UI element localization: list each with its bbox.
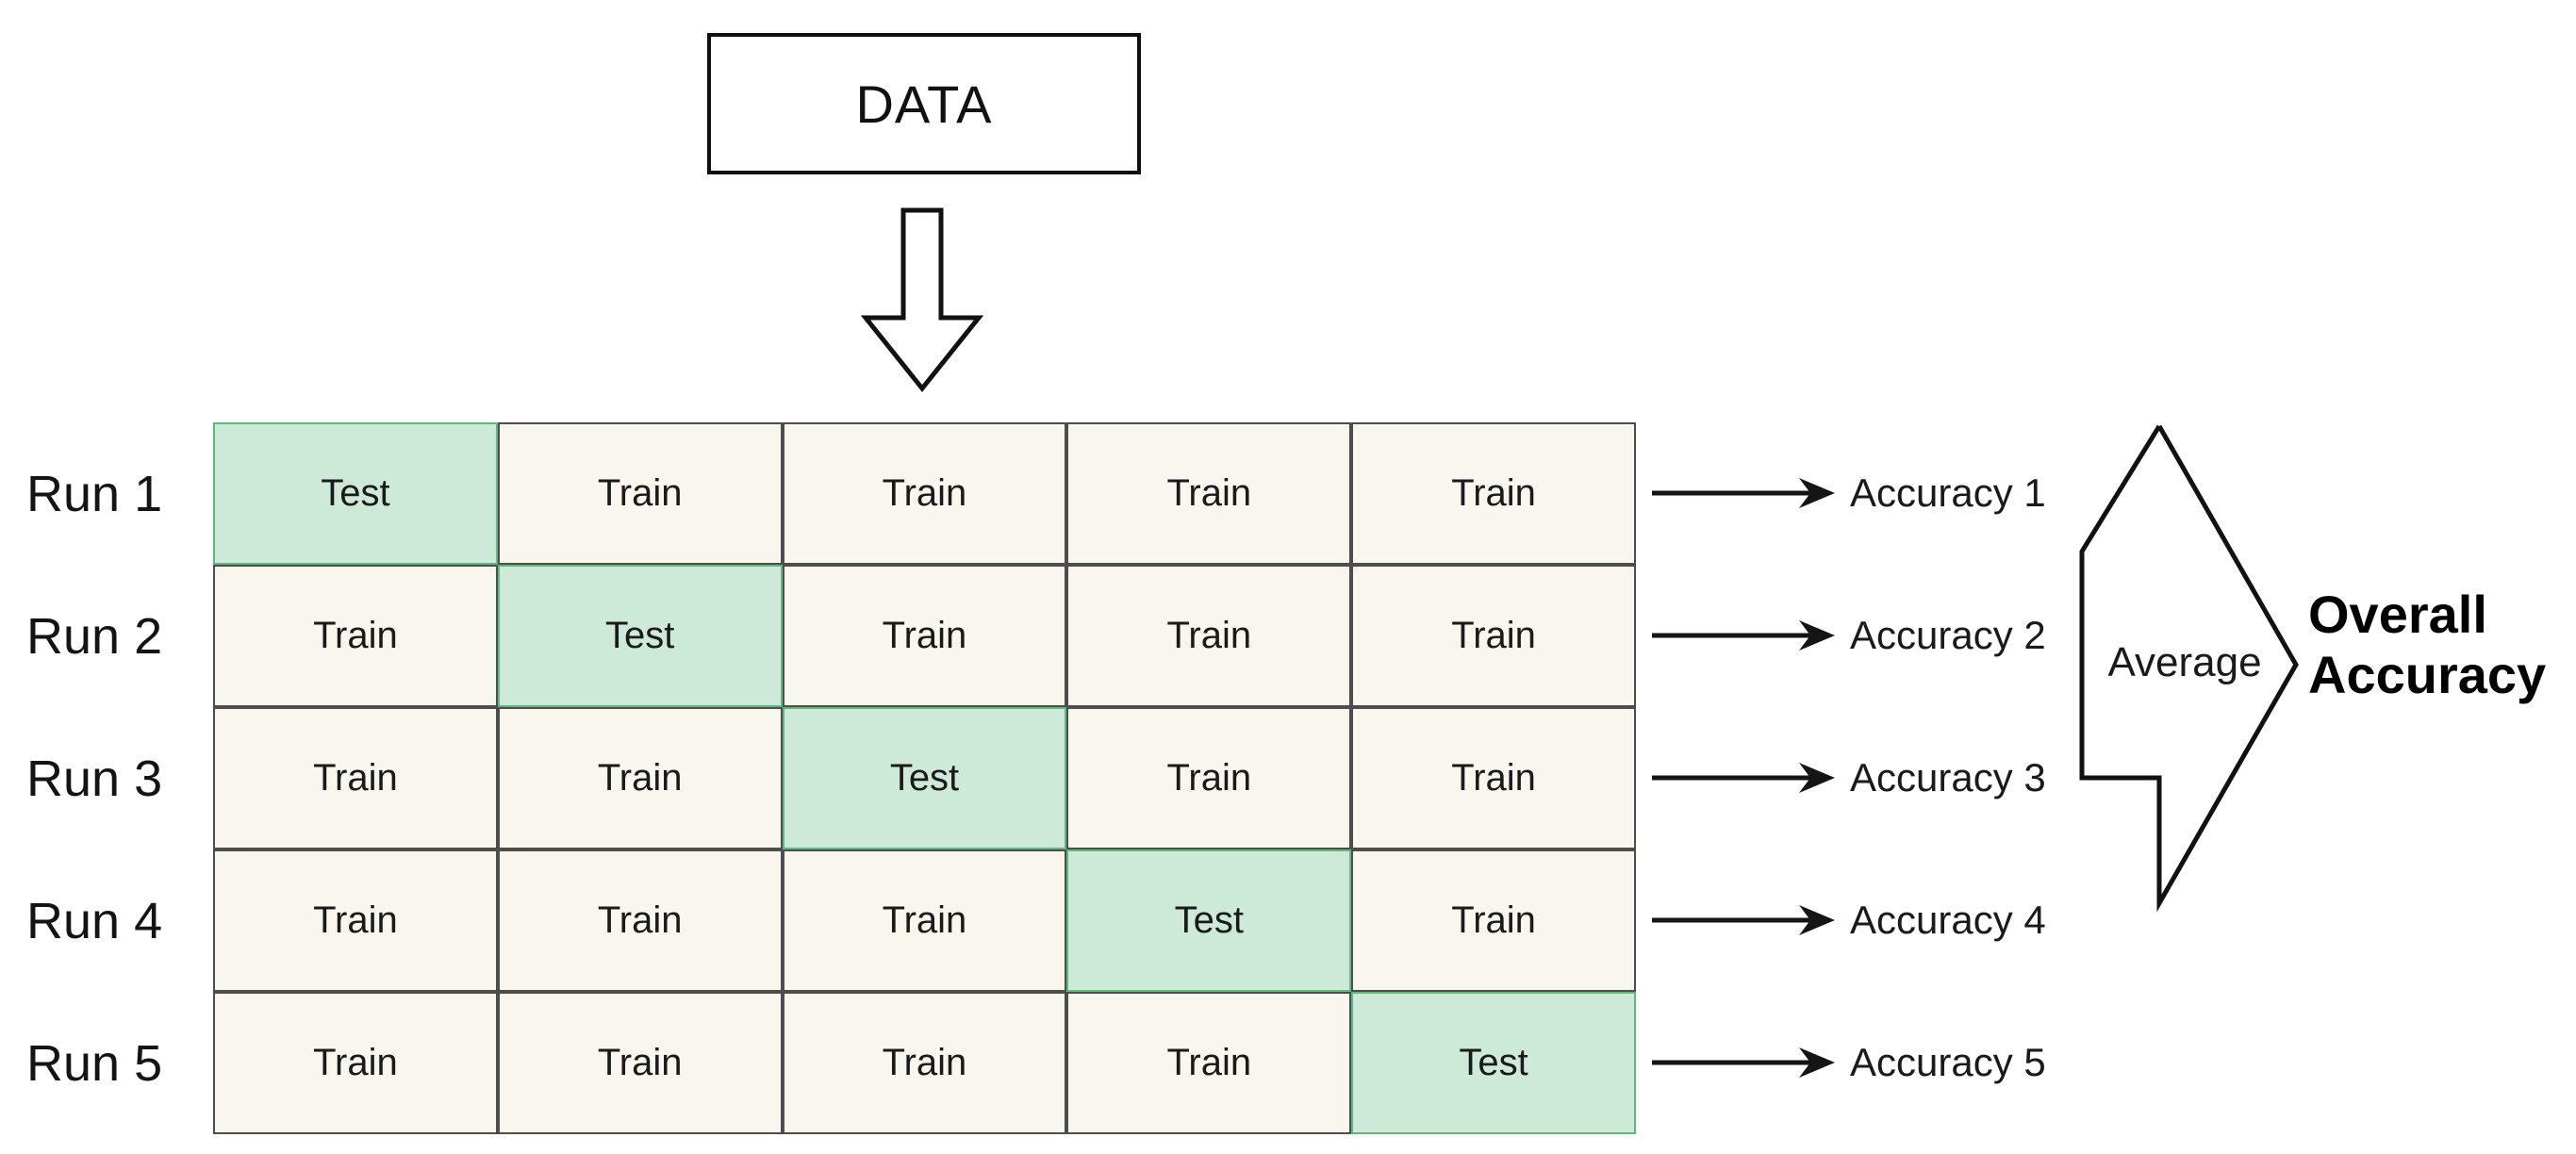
down-arrow-icon bbox=[860, 207, 984, 393]
right-arrow-icon bbox=[1652, 763, 1835, 793]
table-cell-train: Train bbox=[1351, 422, 1636, 565]
table-cell-train: Train bbox=[497, 849, 783, 992]
table-cell-test: Test bbox=[1066, 849, 1352, 992]
table-cell-train: Train bbox=[213, 565, 498, 707]
accuracy-label-1: Accuracy 1 bbox=[1850, 470, 2046, 515]
run-label-3: Run 3 bbox=[26, 750, 163, 807]
table-cell-train: Train bbox=[782, 849, 1067, 992]
accuracy-label-5: Accuracy 5 bbox=[1850, 1040, 2046, 1084]
accuracy-label-2: Accuracy 2 bbox=[1850, 613, 2046, 657]
table-cell-train: Train bbox=[213, 849, 498, 992]
right-arrow-icon bbox=[1652, 905, 1835, 935]
brace-arrow-icon bbox=[2079, 424, 2299, 913]
overall-accuracy-text: Overall Accuracy bbox=[2308, 585, 2576, 706]
data-source-box: DATA bbox=[707, 33, 1141, 174]
table-cell-train: Train bbox=[213, 707, 498, 849]
table-row: Train Train Train Train Test bbox=[213, 992, 1636, 1134]
table-cell-train: Train bbox=[497, 422, 783, 565]
overall-accuracy-line-1: Overall bbox=[2308, 585, 2487, 644]
table-cell-train: Train bbox=[1066, 565, 1352, 707]
table-cell-test: Test bbox=[213, 422, 498, 565]
right-arrow-icon bbox=[1652, 620, 1835, 651]
table-cell-train: Train bbox=[1066, 707, 1352, 849]
table-cell-train: Train bbox=[1066, 422, 1352, 565]
table-cell-train: Train bbox=[782, 992, 1067, 1134]
cross-validation-table: Test Train Train Train Train Train Test … bbox=[213, 422, 1636, 1134]
table-cell-train: Train bbox=[1066, 992, 1352, 1134]
table-cell-train: Train bbox=[1351, 849, 1636, 992]
table-row: Train Test Train Train Train bbox=[213, 565, 1636, 707]
table-row: Train Train Test Train Train bbox=[213, 707, 1636, 849]
table-cell-train: Train bbox=[782, 565, 1067, 707]
run-label-1: Run 1 bbox=[26, 465, 163, 522]
right-arrow-icon bbox=[1652, 478, 1835, 508]
table-cell-train: Train bbox=[1351, 707, 1636, 849]
data-source-label: DATA bbox=[855, 74, 993, 134]
table-cell-test: Test bbox=[1351, 992, 1636, 1134]
run-label-2: Run 2 bbox=[26, 607, 163, 665]
run-label-4: Run 4 bbox=[26, 892, 163, 949]
accuracy-label-3: Accuracy 3 bbox=[1850, 755, 2046, 800]
table-cell-train: Train bbox=[497, 992, 783, 1134]
table-cell-train: Train bbox=[497, 707, 783, 849]
table-row: Test Train Train Train Train bbox=[213, 422, 1636, 565]
table-cell-train: Train bbox=[782, 422, 1067, 565]
table-cell-train: Train bbox=[1351, 565, 1636, 707]
average-label: Average bbox=[2107, 639, 2262, 685]
table-cell-test: Test bbox=[497, 565, 783, 707]
overall-accuracy-line-2: Accuracy bbox=[2308, 645, 2547, 705]
run-label-5: Run 5 bbox=[26, 1034, 163, 1092]
right-arrow-icon bbox=[1652, 1047, 1835, 1078]
table-cell-train: Train bbox=[213, 992, 498, 1134]
accuracy-label-4: Accuracy 4 bbox=[1850, 898, 2046, 942]
table-cell-test: Test bbox=[782, 707, 1067, 849]
table-row: Train Train Train Test Train bbox=[213, 849, 1636, 992]
